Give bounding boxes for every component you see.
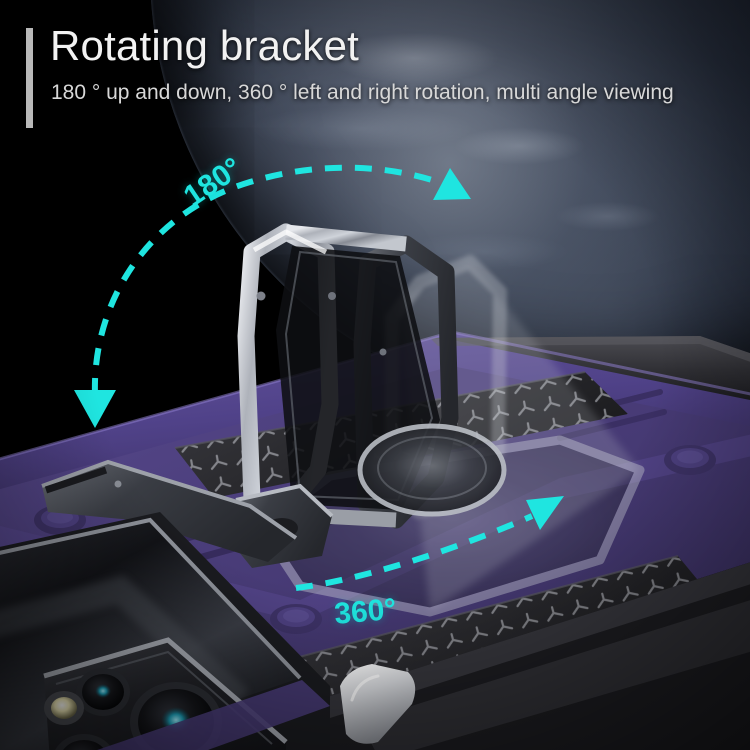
kickstand-screw-right bbox=[379, 348, 387, 356]
rotation-360-label: 360° bbox=[333, 592, 398, 631]
ring-mount-plate bbox=[357, 423, 507, 517]
page-title: Rotating bracket bbox=[50, 22, 360, 69]
case-screw-detail-2 bbox=[270, 604, 322, 634]
page-subtitle: 180 ° up and down, 360 ° left and right … bbox=[51, 81, 674, 104]
kickstand-screw-left bbox=[256, 291, 266, 301]
case-screw-detail-3 bbox=[664, 445, 716, 475]
title-accent-bar bbox=[26, 28, 33, 128]
camera-flash bbox=[44, 691, 84, 725]
camera-lens-secondary bbox=[76, 668, 130, 716]
kickstand-screw-mid bbox=[328, 292, 336, 300]
